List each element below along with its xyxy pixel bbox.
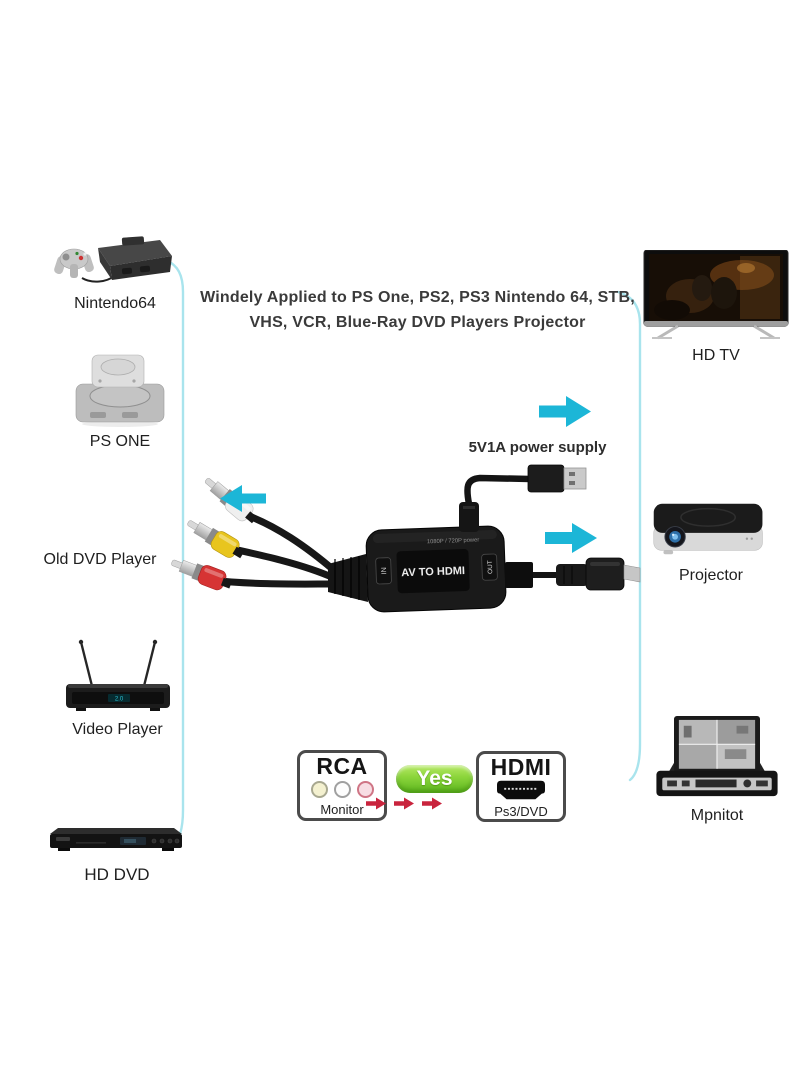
hdmi-comparison-box: HDMI Ps3/DVD (476, 751, 566, 822)
device-label-ps-one: PS ONE (89, 433, 151, 450)
hdmi-output-arrow-icon (545, 523, 597, 553)
rca-jack-red-icon (356, 781, 374, 798)
power-supply-label: 5V1A power supply (468, 439, 607, 456)
ps-one-image (75, 354, 165, 427)
rca-subtitle: Monitor (320, 802, 364, 817)
hdmi-plug-tip (623, 564, 641, 583)
device-label-hd-tv: HD TV (692, 347, 740, 364)
converter-body-label: AV TO HDMI (401, 565, 465, 579)
monitor-image (656, 716, 778, 797)
projector-image (653, 503, 763, 555)
rca-plug-red (171, 559, 233, 591)
rca-jacks-icon (310, 781, 374, 798)
rca-comparison-box: RCA Monitor (297, 750, 387, 821)
device-label-old-dvd-player: Old DVD Player (43, 551, 157, 568)
title: Windely Applied to PS One, PS2, PS3 Nint… (175, 285, 660, 335)
device-hd-dvd: HD DVD (38, 816, 196, 885)
device-projector: Projector (648, 496, 774, 585)
video-player-image: 2.0 (65, 639, 170, 711)
device-label-nintendo64: Nintendo64 (74, 295, 156, 312)
av-input-arrow-icon (220, 485, 266, 512)
hdmi-subtitle: Ps3/DVD (494, 804, 548, 819)
usb-power-cable (459, 464, 587, 532)
rca-jack-yellow-icon (310, 781, 328, 798)
converter-spec-label: 1080P / 720P power (427, 537, 480, 545)
converter-body: AV TO HDMI 1080P / 720P power IN OUT (365, 525, 507, 613)
hd-dvd-image (50, 828, 182, 851)
device-label-video-player: Video Player (72, 721, 163, 738)
rca-title: RCA (316, 753, 368, 779)
hdmi-output-cable (505, 557, 641, 591)
title-line-1: Windely Applied to PS One, PS2, PS3 Nint… (200, 289, 635, 306)
hdmi-title: HDMI (490, 754, 552, 780)
device-hd-tv: HD TV (640, 250, 792, 365)
svg-text:2.0: 2.0 (114, 697, 123, 703)
device-label-monitor: Mpnitot (690, 807, 744, 824)
yes-badge: Yes (396, 765, 473, 793)
title-line-2: VHS, VCR, Blue-Ray DVD Players Projector (249, 314, 586, 331)
hdmi-connector-icon (497, 780, 545, 800)
converter-out-label: OUT (487, 560, 494, 574)
device-monitor: Mpnitot (652, 716, 782, 825)
device-nintendo64: Nintendo64 (40, 226, 190, 313)
rca-plug-yellow (187, 520, 245, 559)
nintendo64-image (54, 236, 172, 283)
conversion-arrows-icon (366, 797, 442, 810)
device-ps-one: PS ONE (45, 350, 195, 451)
right-connector-line (616, 290, 642, 782)
rca-jack-white-icon (333, 781, 351, 798)
power-arrow-icon (539, 396, 591, 427)
device-label-projector: Projector (678, 567, 744, 584)
converter-in-label: IN (381, 567, 388, 574)
usb-plug-tip (563, 467, 587, 490)
hd-tv-image (643, 250, 789, 340)
device-label-hd-dvd: HD DVD (84, 865, 150, 884)
device-video-player: 2.0 Video Player (40, 638, 195, 739)
